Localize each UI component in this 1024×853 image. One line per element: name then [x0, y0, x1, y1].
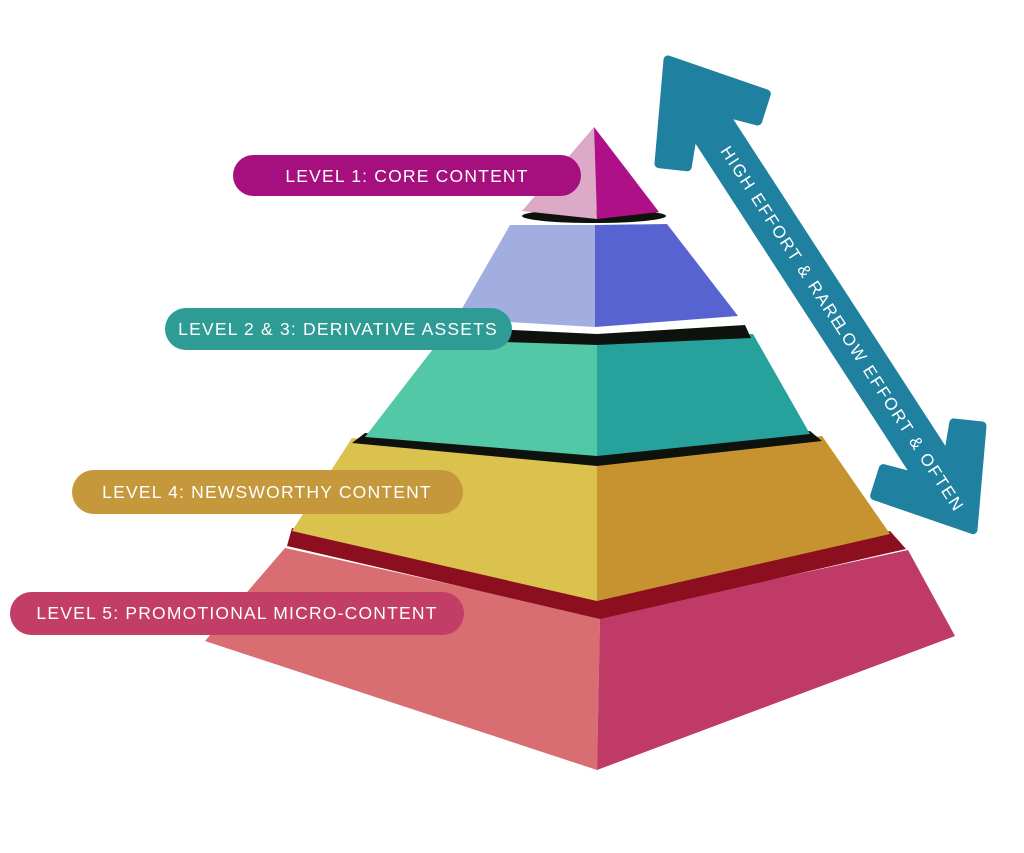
level-2-3-label-pill: [165, 308, 512, 350]
level-1-label-pill: [233, 155, 581, 196]
level-5-label-pill: [10, 592, 464, 635]
level-5-label: LEVEL 5: PROMOTIONAL MICRO-CONTENT: [36, 603, 437, 623]
level-5-right-face: [597, 550, 955, 770]
level-2-3-label: LEVEL 2 & 3: DERIVATIVE ASSETS: [178, 319, 498, 339]
pyramid: [205, 127, 955, 770]
arrow-label-high-effort: HIGH EFFORT & RARE: [717, 143, 850, 334]
level-4-label: LEVEL 4: NEWSWORTHY CONTENT: [102, 482, 432, 502]
arrow-down-head-icon: [870, 418, 987, 535]
level-2-left-face: [456, 225, 595, 327]
level-4-right-face: [597, 436, 890, 601]
level-3-left-face: [365, 336, 597, 456]
level-4-label-pill: [72, 470, 463, 514]
level-3-4-shadow: [352, 431, 822, 466]
level-2-3-shadow: [444, 325, 751, 345]
level-3-right-face: [597, 334, 810, 456]
level-2-right-face: [595, 224, 738, 327]
level-1-right-face: [594, 127, 659, 219]
level-1-label: LEVEL 1: CORE CONTENT: [285, 166, 528, 186]
level-labels: LEVEL 1: CORE CONTENT LEVEL 2 & 3: DERIV…: [10, 155, 581, 635]
